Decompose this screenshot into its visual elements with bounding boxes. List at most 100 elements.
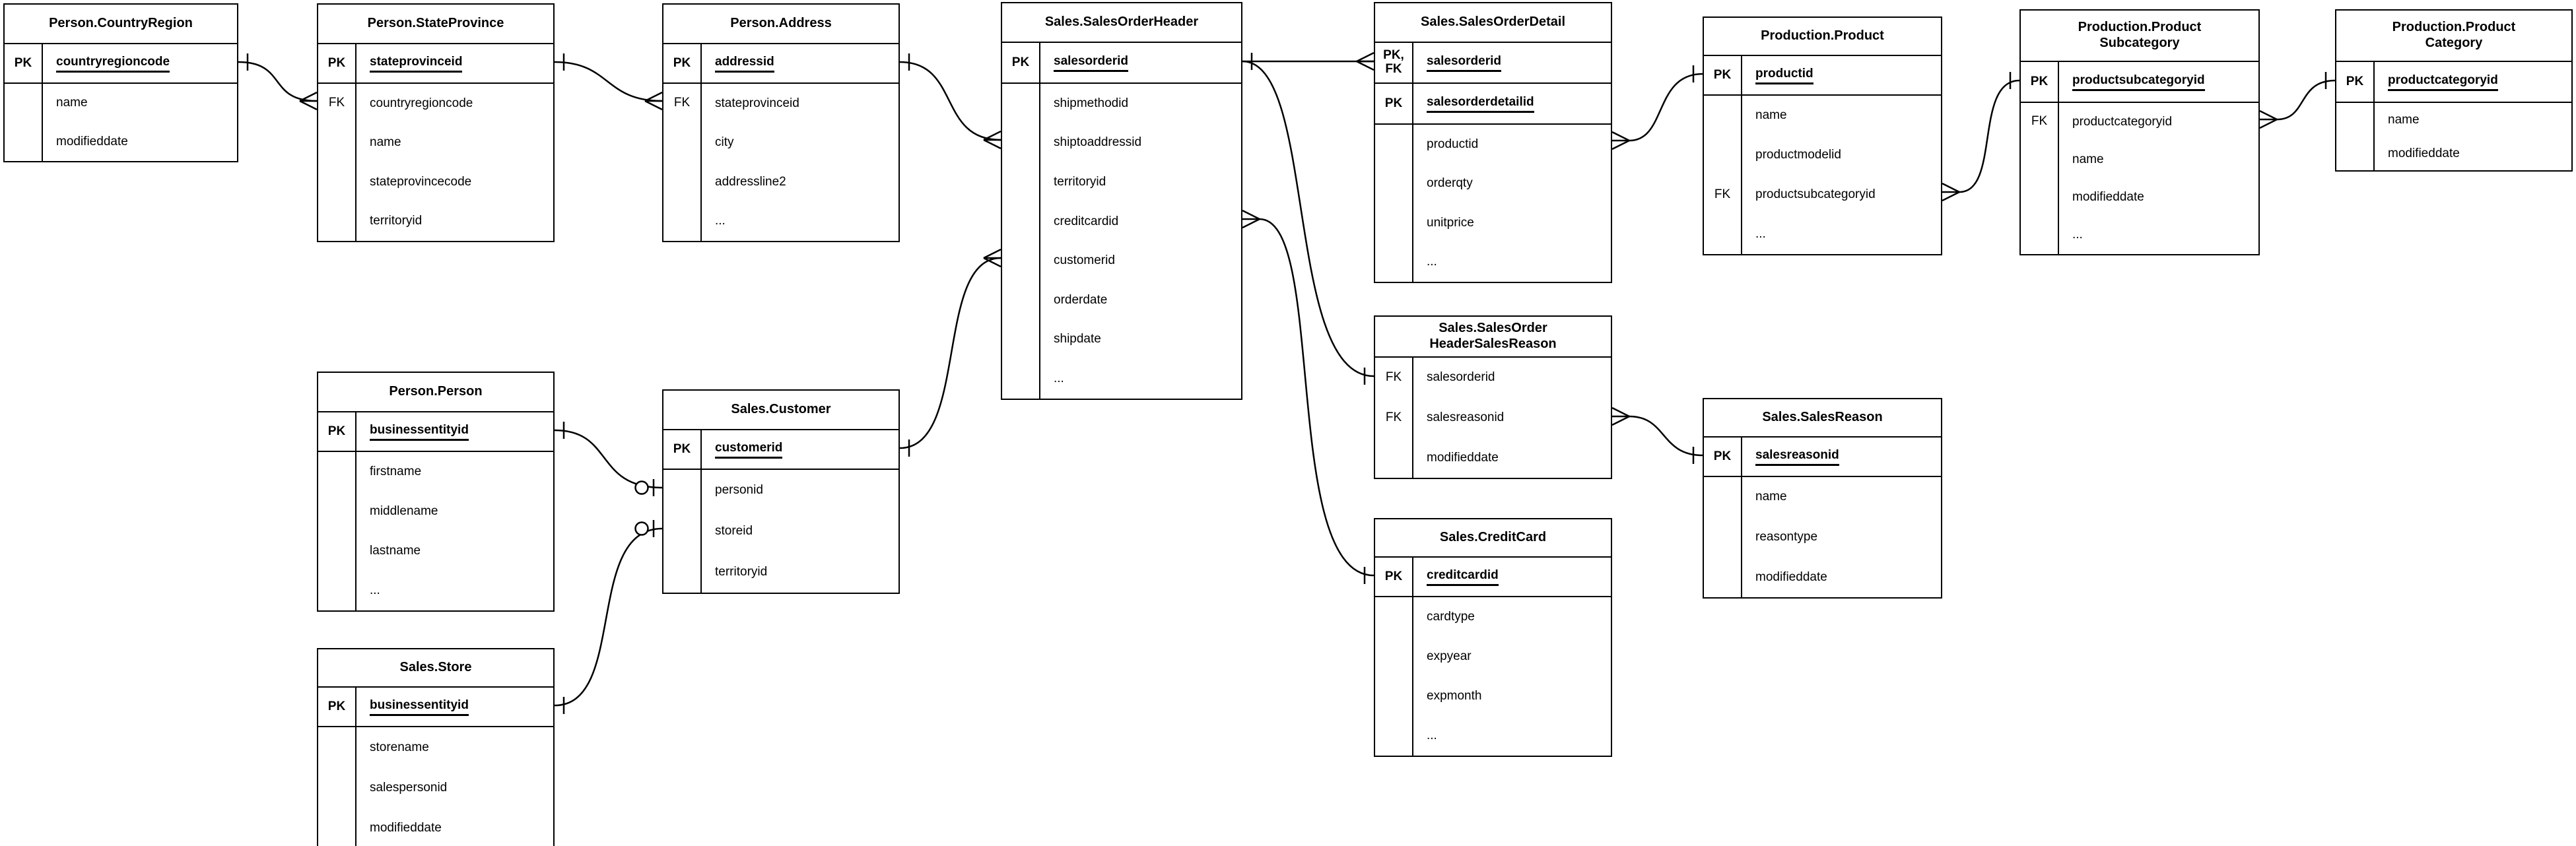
attribute-row[interactable]: name bbox=[2021, 141, 2258, 179]
relationship-line[interactable] bbox=[1959, 79, 2020, 193]
attribute-row[interactable]: ... bbox=[1375, 242, 1611, 282]
relationship-line[interactable] bbox=[554, 527, 663, 707]
relationship-category-subcategory[interactable] bbox=[2259, 72, 2336, 129]
attribute-row[interactable]: stateprovincecode bbox=[318, 162, 553, 202]
attribute-row[interactable]: name bbox=[1704, 96, 1941, 135]
relationship-salesorderheader-salesorderdetail[interactable] bbox=[1242, 51, 1374, 71]
attribute-row[interactable]: modifieddate bbox=[5, 122, 237, 161]
attribute-row[interactable]: customerid bbox=[1002, 241, 1241, 280]
relationship-line[interactable] bbox=[238, 61, 318, 102]
attribute-row[interactable]: name bbox=[318, 123, 553, 162]
relationship-countryregion-stateprovince[interactable] bbox=[238, 53, 318, 111]
attribute-row[interactable]: productid bbox=[1375, 125, 1611, 164]
attribute-row[interactable]: orderqty bbox=[1375, 164, 1611, 203]
attribute-row[interactable]: shiptoaddressid bbox=[1002, 123, 1241, 163]
relationship-line[interactable] bbox=[1629, 415, 1703, 457]
attribute-row[interactable]: personid bbox=[663, 470, 898, 511]
relationship-line[interactable] bbox=[1242, 60, 1374, 377]
attribute-row[interactable]: ... bbox=[1375, 716, 1611, 756]
attribute-row[interactable]: cardtype bbox=[1375, 597, 1611, 637]
attribute-row[interactable]: territoryid bbox=[318, 201, 553, 241]
attribute-row[interactable]: modifieddate bbox=[1375, 438, 1611, 478]
attribute-row[interactable]: name bbox=[1704, 477, 1941, 517]
relationship-line[interactable] bbox=[899, 257, 1001, 449]
attribute-row[interactable]: territoryid bbox=[1002, 162, 1241, 202]
attribute-row[interactable]: name bbox=[5, 84, 237, 123]
attribute-row[interactable]: firstname bbox=[318, 452, 553, 492]
attribute-row[interactable]: lastname bbox=[318, 531, 553, 571]
attribute-row[interactable]: ... bbox=[318, 571, 553, 610]
attribute-row[interactable]: expmonth bbox=[1375, 676, 1611, 716]
attribute-row[interactable]: ... bbox=[2021, 216, 2258, 254]
attribute-row[interactable]: city bbox=[663, 123, 898, 162]
relationship-subcategory-product[interactable] bbox=[1942, 72, 2020, 202]
attribute-row[interactable]: ... bbox=[1704, 214, 1941, 254]
attribute-row[interactable]: name bbox=[2336, 103, 2571, 137]
relationship-salesreason-headersalesreason[interactable] bbox=[1611, 407, 1703, 464]
attribute-row[interactable]: storename bbox=[318, 727, 553, 767]
relationship-customer-salesorderheader[interactable] bbox=[899, 248, 1001, 457]
attribute-row[interactable]: addressline2 bbox=[663, 162, 898, 202]
attribute-row[interactable]: creditcardid bbox=[1002, 201, 1241, 242]
attribute-row[interactable]: modifieddate bbox=[2336, 137, 2571, 170]
relationship-line[interactable] bbox=[554, 61, 663, 102]
relationship-salesorderheader-headersalesreason[interactable] bbox=[1242, 60, 1374, 385]
relationship-address-salesorderheader[interactable] bbox=[899, 53, 1001, 150]
attribute-row[interactable]: ... bbox=[663, 201, 898, 241]
attribute-row[interactable]: productmodelid bbox=[1704, 135, 1941, 175]
attribute-row[interactable]: territoryid bbox=[663, 552, 898, 593]
attribute-row[interactable]: shipmethodid bbox=[1002, 84, 1241, 123]
attribute-row[interactable]: reasontype bbox=[1704, 517, 1941, 558]
relationship-creditcard-salesorderheader[interactable] bbox=[1242, 209, 1374, 584]
relationship-line[interactable] bbox=[1259, 218, 1374, 577]
relationship-person-customer[interactable] bbox=[554, 422, 663, 496]
attribute-row[interactable]: shipdate bbox=[1002, 319, 1241, 360]
relationship-stateprovince-address[interactable] bbox=[554, 53, 663, 111]
attribute-row[interactable]: orderdate bbox=[1002, 280, 1241, 320]
attribute-row[interactable]: storeid bbox=[663, 511, 898, 552]
relationship-line[interactable] bbox=[2276, 79, 2336, 121]
attribute-row[interactable]: modifieddate bbox=[2021, 178, 2258, 216]
relationship-product-salesorderdetail[interactable] bbox=[1611, 65, 1703, 150]
relationship-line[interactable] bbox=[1629, 73, 1703, 142]
attribute-row[interactable]: ... bbox=[1002, 359, 1241, 399]
relationship-store-customer[interactable] bbox=[554, 520, 663, 714]
relationship-line[interactable] bbox=[554, 429, 663, 489]
attribute-row[interactable]: expyear bbox=[1375, 637, 1611, 676]
attribute-row[interactable]: unitprice bbox=[1375, 203, 1611, 243]
attribute-row[interactable]: salespersonid bbox=[318, 767, 553, 808]
